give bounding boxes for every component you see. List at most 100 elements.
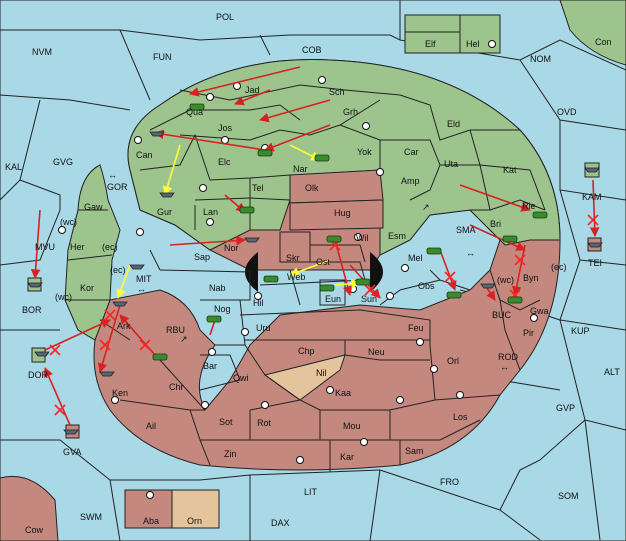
label-car: Car (404, 147, 419, 157)
label-gvg: GVG (53, 157, 73, 167)
label-bri: Bri (490, 219, 501, 229)
label-fun: FUN (153, 52, 172, 62)
label-can: Can (136, 150, 153, 160)
label-ail: Ail (146, 421, 156, 431)
label-sam: Sam (405, 446, 424, 456)
coast-labels: (wc) (ec) (ec) (wc) (wc) (ec) (55, 217, 567, 302)
coast-label-6: (ec) (551, 262, 567, 272)
sea-labels: POL NVM FUN COB NOM Con OVD KAL GVG GOR … (5, 12, 620, 535)
label-cob: COB (302, 45, 322, 55)
passage-rod-marker: ↔ (500, 362, 509, 372)
label-qua: Qua (186, 107, 203, 117)
coast-label-3: (ec) (110, 265, 126, 275)
label-wil: Wil (356, 233, 369, 243)
passage-rbu-marker: ↗ (180, 334, 188, 344)
label-uru: Uru (256, 323, 271, 333)
label-gor: GOR (107, 182, 128, 192)
island-box-north (404, 14, 501, 54)
label-uta: Uta (444, 159, 458, 169)
label-chp: Chp (298, 346, 315, 356)
label-buc: BUC (492, 310, 512, 320)
label-alt: ALT (604, 367, 620, 377)
label-pir: Pir (523, 328, 534, 338)
region-cow (0, 475, 59, 541)
label-ost: Ost (316, 257, 331, 267)
label-gaw: Gaw (84, 202, 103, 212)
label-zin: Zin (224, 449, 237, 459)
label-sot: Sot (219, 417, 233, 427)
fleet-units (27, 131, 603, 435)
label-bor: BOR (22, 305, 42, 315)
label-nar: Nar (293, 164, 308, 174)
label-sap: Sap (194, 252, 210, 262)
label-lit: LIT (304, 487, 318, 497)
label-kup: KUP (571, 326, 590, 336)
label-chr: Chr (169, 382, 184, 392)
label-fro: FRO (440, 477, 459, 487)
label-tel: Tel (252, 183, 264, 193)
passage-sma-marker: ↗ (422, 202, 430, 212)
passage-mit-marker: ↔ (137, 284, 146, 294)
label-qwi: Qwi (233, 373, 249, 383)
label-skr: Skr (286, 253, 300, 263)
label-rie: Rie (522, 201, 536, 211)
passage-sma-right-marker: ↔ (466, 248, 475, 258)
label-kar: Kar (340, 452, 354, 462)
label-bar: Bar (203, 361, 217, 371)
label-orn: Orn (187, 516, 202, 526)
label-kam: KAM (582, 192, 602, 202)
label-elf: Elf (425, 39, 436, 49)
coast-label-4: (wc) (55, 292, 72, 302)
label-rod: ROD (498, 352, 519, 362)
failed-orders (49, 214, 599, 416)
move-arrows (30, 66, 600, 426)
label-mel: Mel (408, 253, 423, 263)
label-pol: POL (216, 12, 234, 22)
center-right-marker (370, 252, 383, 292)
label-nvm: NVM (32, 47, 52, 57)
green-labels: Jad Qua Sch Jos Grh Can Elc Nar Yok Car … (70, 85, 536, 331)
label-ken: Ken (112, 388, 128, 398)
coast-label-5: (wc) (497, 275, 514, 285)
label-yok: Yok (357, 147, 372, 157)
label-byn: Byn (523, 273, 539, 283)
label-ovd: OVD (557, 107, 577, 117)
label-swm: SWM (80, 512, 102, 522)
label-nil: Nil (316, 368, 327, 378)
label-nor: Nor (224, 243, 239, 253)
label-her: Her (70, 242, 85, 252)
army-units (152, 103, 548, 361)
label-grh: Grh (343, 107, 358, 117)
coast-label-2: (ec) (102, 242, 118, 252)
label-web: Web (287, 272, 305, 282)
label-tei: TEI (588, 258, 602, 268)
label-eun: Eun (325, 294, 341, 304)
label-kaa: Kaa (335, 388, 351, 398)
label-nog: Nog (214, 304, 231, 314)
label-obs: Obs (418, 281, 435, 291)
label-hil: Hil (253, 298, 264, 308)
label-som: SOM (558, 491, 579, 501)
passage-gor-marker: ↔ (108, 170, 117, 180)
label-sma: SMA (456, 225, 476, 235)
label-neu: Neu (368, 347, 385, 357)
label-gwa: Gwa (530, 306, 549, 316)
label-aba: Aba (143, 516, 159, 526)
label-mvu: MVU (35, 242, 55, 252)
label-orl: Orl (447, 356, 459, 366)
label-lan: Lan (203, 207, 218, 217)
label-mou: Mou (343, 421, 361, 431)
label-esm: Esm (388, 231, 406, 241)
region-olk (289, 169, 384, 204)
label-kat: Kat (503, 165, 517, 175)
label-nom: NOM (530, 54, 551, 64)
label-olk: Olk (305, 183, 319, 193)
label-rbu: RBU (166, 325, 185, 335)
label-feu: Feu (408, 323, 424, 333)
label-jad: Jad (245, 85, 260, 95)
region-hug (289, 199, 384, 231)
label-gva: GVA (63, 447, 81, 457)
label-kor: Kor (80, 283, 94, 293)
label-sun: Sun (361, 294, 377, 304)
